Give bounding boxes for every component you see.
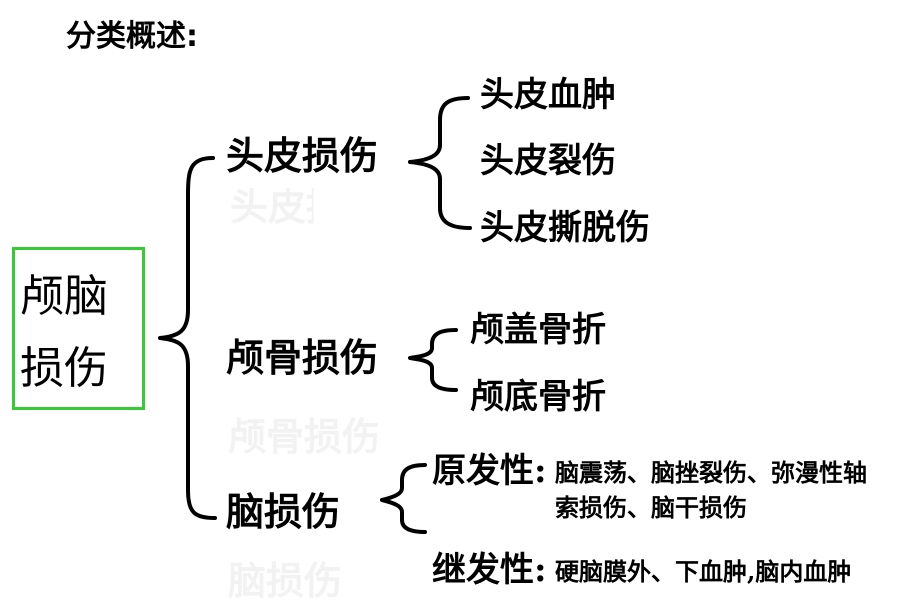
skull-bracket [408, 328, 458, 392]
leaf-skull-base-fracture: 颅底骨折 [470, 377, 606, 417]
root-label-line1: 颅脑 [20, 271, 108, 322]
leaf-primary-label: 原发性: [432, 451, 547, 491]
ghost-text-2: 颅骨损伤 [228, 414, 381, 459]
ghost-text-1: 头皮损伤 [230, 184, 383, 229]
leaf-scalp-laceration: 头皮裂伤 [480, 141, 616, 181]
branch-label-skull-injury: 颅骨损伤 [226, 335, 379, 380]
diagram-title: 分类概述: [66, 19, 198, 54]
leaf-scalp-avulsion: 头皮撕脱伤 [480, 208, 650, 248]
brain-bracket [380, 463, 427, 534]
root-node [12, 247, 145, 410]
branch-label-brain-injury: 脑损伤 [226, 489, 341, 534]
leaf-secondary-desc: 硬脑膜外、下血肿,脑内血肿 [555, 557, 852, 586]
leaf-primary-desc-line2: 索损伤、脑干损伤 [555, 493, 747, 522]
root-label-line2: 损伤 [20, 343, 108, 394]
leaf-scalp-hematoma: 头皮血肿 [480, 75, 616, 115]
leaf-secondary-label: 继发性: [432, 550, 547, 590]
root-bracket [158, 156, 217, 520]
branch-label-scalp-injury: 头皮损伤 [226, 133, 379, 178]
leaf-skull-vault-fracture: 颅盖骨折 [470, 310, 606, 350]
scalp-bracket [408, 96, 472, 230]
ghost-text-3: 脑损伤 [228, 558, 343, 603]
leaf-primary-desc-line1: 脑震荡、脑挫裂伤、弥漫性轴 [555, 458, 867, 487]
